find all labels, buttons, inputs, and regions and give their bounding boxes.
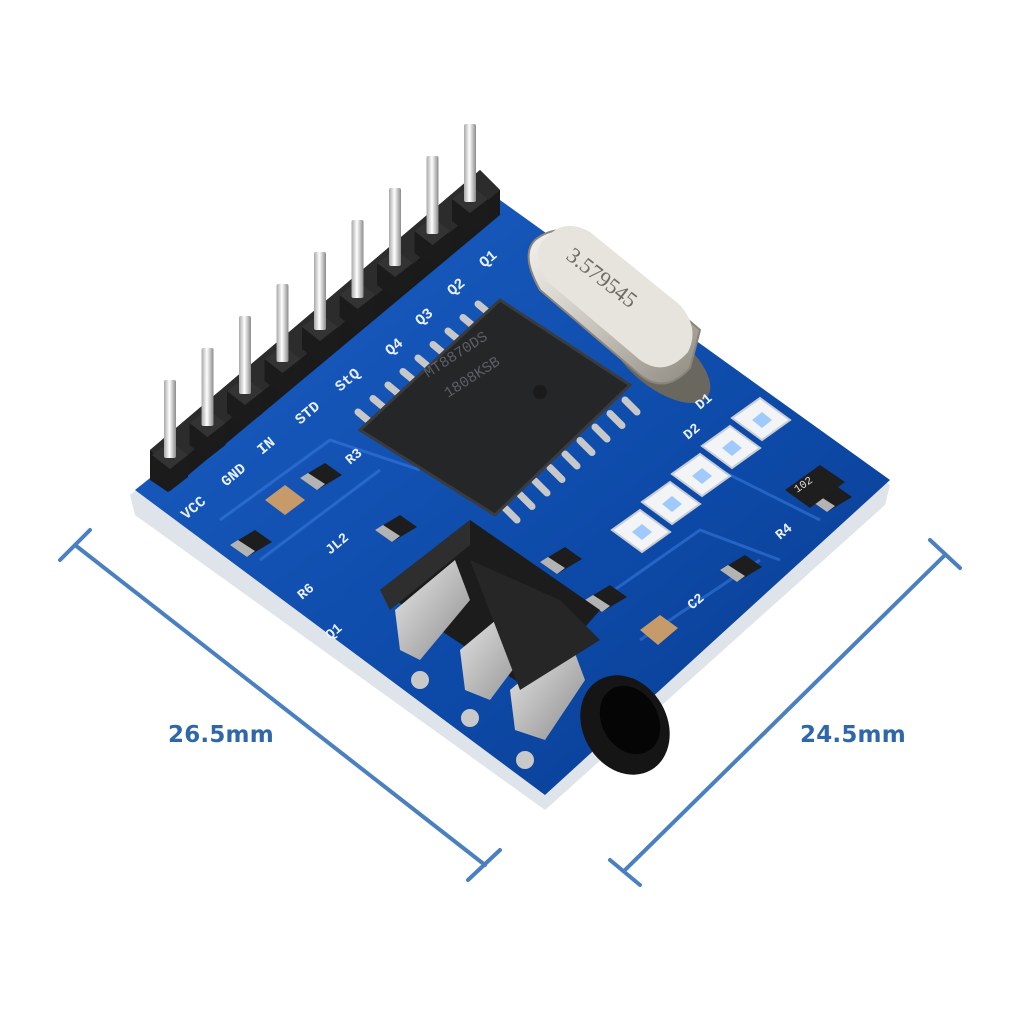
dimension-line-width	[73, 543, 487, 867]
smd-resistor	[375, 515, 417, 542]
header-pin	[189, 348, 226, 459]
header-pin	[264, 284, 301, 395]
smd-resistor	[720, 555, 762, 582]
capacitors	[265, 485, 678, 645]
led	[670, 452, 732, 498]
led	[730, 396, 792, 442]
width-dimension-label: 26.5mm	[168, 722, 274, 748]
crystal-oscillator: 3.579545	[527, 225, 711, 404]
smd-resistor	[230, 530, 272, 557]
dimension-line-height	[623, 553, 947, 872]
header-pin	[302, 252, 338, 363]
dimension-lines	[58, 528, 962, 887]
status-leds	[610, 396, 792, 554]
led	[700, 424, 762, 470]
smd-resistor	[585, 585, 627, 612]
header-pin	[414, 156, 451, 267]
smd-resistor	[540, 547, 582, 574]
smd-resistor	[300, 463, 342, 490]
header-pins	[152, 124, 488, 491]
smd-components	[230, 463, 852, 612]
header-pin	[152, 380, 188, 491]
header-pin	[339, 220, 376, 331]
header-pin	[227, 316, 263, 427]
header-pin	[377, 188, 413, 299]
header-pin	[452, 124, 488, 235]
audio-jack	[380, 520, 670, 775]
height-dimension-label: 24.5mm	[800, 722, 906, 748]
led	[640, 480, 702, 526]
led	[610, 508, 672, 554]
